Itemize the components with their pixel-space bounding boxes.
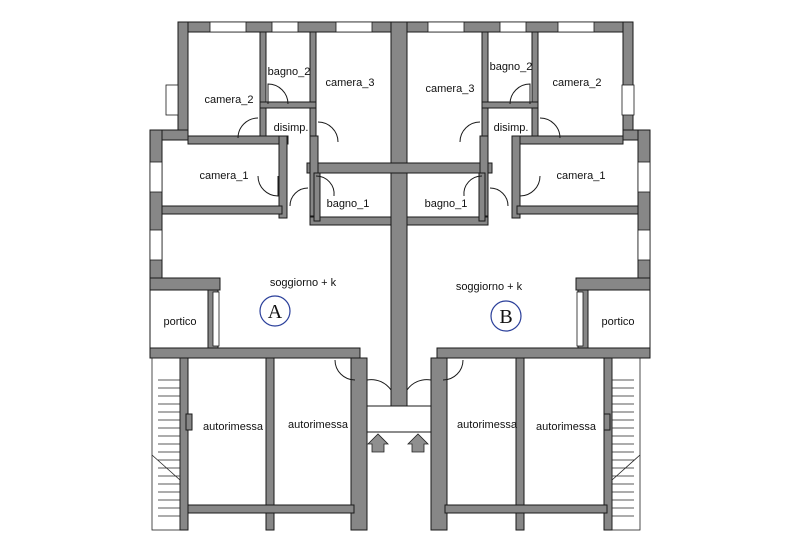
wall-r-bagno1-bottom xyxy=(406,216,489,226)
garage-right-wall-c xyxy=(603,357,613,531)
right-living-bottom-wall xyxy=(575,277,651,291)
left-upper-wall xyxy=(177,21,189,141)
window xyxy=(557,21,595,33)
label-bagno-2-right: bagno_2 xyxy=(490,61,533,73)
garage-left-wall-a xyxy=(179,357,189,531)
portico-left-area xyxy=(149,289,209,349)
left-mid-wall xyxy=(149,129,163,291)
garage-left-floor xyxy=(187,504,355,514)
stair-left xyxy=(151,357,181,531)
wall-l-c1-right xyxy=(278,135,288,219)
window xyxy=(637,229,651,261)
label-soggiorno-right: soggiorno + k xyxy=(456,281,523,293)
wall-r-c2-bottom xyxy=(515,135,624,145)
garage-left-wall-c xyxy=(350,357,368,531)
wall-l-c1-bottom xyxy=(161,205,283,215)
window xyxy=(212,291,220,347)
garage-post-l xyxy=(185,413,193,431)
window xyxy=(149,161,163,193)
label-camera-3-left: camera_3 xyxy=(326,77,375,89)
central-wall xyxy=(390,21,408,407)
window xyxy=(149,229,163,261)
garage-right-wall-b xyxy=(515,357,525,531)
label-autorimessa-left-2: autorimessa xyxy=(288,419,349,431)
central-cross-wall xyxy=(306,162,493,174)
label-bagno-2-left: bagno_2 xyxy=(268,66,311,78)
window xyxy=(499,21,527,33)
window xyxy=(209,21,247,33)
left-living-bottom-wall xyxy=(149,277,221,291)
wall-l-c2-b2 xyxy=(259,31,267,141)
window xyxy=(335,21,373,33)
left-living-south-wall xyxy=(149,347,361,359)
garage-right-wall-a xyxy=(430,357,448,531)
label-disimp-right: disimp. xyxy=(494,122,529,134)
unit-badge-b xyxy=(490,300,522,332)
window xyxy=(576,291,584,347)
entrance-arrow-left xyxy=(367,433,389,453)
unit-label-b: B xyxy=(499,306,512,328)
label-bagno-1-right: bagno_1 xyxy=(425,198,468,210)
window xyxy=(427,21,465,33)
label-portico-right: portico xyxy=(601,316,634,328)
label-camera-3-right: camera_3 xyxy=(426,83,475,95)
window xyxy=(165,84,179,116)
stair-right xyxy=(611,357,641,531)
right-mid-wall xyxy=(637,129,651,291)
label-camera-2-left: camera_2 xyxy=(205,94,254,106)
unit-badge-a xyxy=(259,295,291,327)
wall-l-bagno1-bottom xyxy=(309,216,392,226)
window xyxy=(271,21,299,33)
right-living-south-wall xyxy=(436,347,651,359)
entrance-arrow-right xyxy=(407,433,429,453)
garage-left-wall-b xyxy=(265,357,275,531)
label-camera-1-left: camera_1 xyxy=(200,170,249,182)
label-autorimessa-left-1: autorimessa xyxy=(203,421,264,433)
door-swings xyxy=(237,83,561,391)
window xyxy=(637,161,651,193)
label-portico-left: portico xyxy=(163,316,196,328)
wall-l-bagno1-left xyxy=(313,172,321,222)
portico-right-area xyxy=(587,289,651,349)
unit-label-a: A xyxy=(268,301,283,323)
label-camera-1-right: camera_1 xyxy=(557,170,606,182)
label-bagno-1-left: bagno_1 xyxy=(327,198,370,210)
label-autorimessa-right-1: autorimessa xyxy=(457,419,518,431)
label-disimp-left: disimp. xyxy=(274,122,309,134)
garage-right-floor xyxy=(444,504,608,514)
wall-r-bagno1-right xyxy=(478,172,486,222)
right-upper-wall xyxy=(622,21,634,141)
garage-post-r xyxy=(603,413,611,431)
wall-r-c2-b2 xyxy=(531,31,539,141)
label-soggiorno-left: soggiorno + k xyxy=(270,277,337,289)
window xyxy=(621,84,635,116)
wall-r-b2-c3 xyxy=(481,31,489,141)
label-camera-2-right: camera_2 xyxy=(553,77,602,89)
wall-r-c1-bottom xyxy=(516,205,639,215)
label-autorimessa-right-2: autorimessa xyxy=(536,421,597,433)
wall-l-b2-c3 xyxy=(309,31,317,141)
